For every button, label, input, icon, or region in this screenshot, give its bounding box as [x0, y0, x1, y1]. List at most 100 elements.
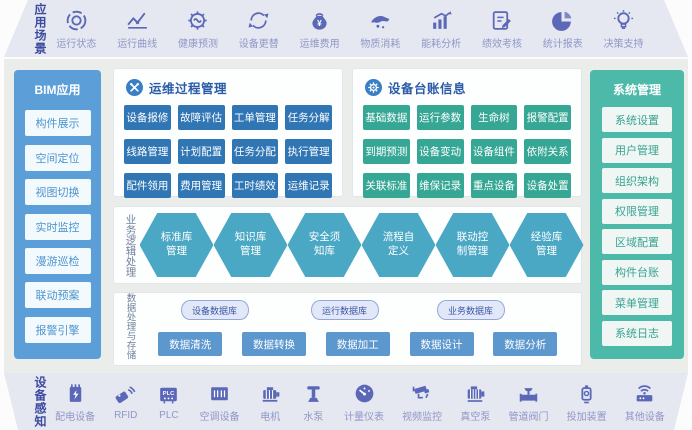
- ops-cost-icon: ¥: [307, 8, 332, 33]
- scenario-item-label: 统计报表: [542, 38, 583, 50]
- device-item-6: 计量仪表: [344, 381, 384, 423]
- ledger-panel-title: 设备台账信息: [388, 82, 467, 96]
- band-title-application-scenarios: 应用场景: [33, 2, 47, 55]
- device-item-label: 投加装置: [566, 411, 607, 423]
- performance-review-icon: [489, 8, 514, 33]
- device-item-11: 其他设备: [625, 381, 665, 423]
- database-cylinder-2: 业务数据库: [436, 300, 505, 320]
- scenario-item-2: 健康预测: [178, 8, 218, 50]
- ops-item-5: 计划配置: [177, 139, 225, 164]
- hexagon-item-4: 联动控制管理: [435, 213, 510, 277]
- ops-item-11: 运维记录: [285, 173, 332, 198]
- bim-item-1: 空间定位: [24, 144, 91, 171]
- ledger-item-8: 关联标准: [363, 173, 410, 198]
- ledger-item-2: 生命树: [470, 105, 518, 130]
- hexagon-item-5: 经验库管理: [509, 213, 584, 277]
- hexagon-item-3: 流程自定义: [361, 213, 436, 277]
- device-item-8: 真空泵: [460, 381, 490, 423]
- svg-text:PLC: PLC: [163, 390, 174, 396]
- ac-unit-icon: [207, 381, 232, 406]
- device-item-label: PLC: [159, 409, 179, 421]
- ops-item-10: 工时绩效: [231, 173, 279, 198]
- device-item-label: 其他设备: [624, 411, 665, 423]
- ledger-item-grid: 基础数据运行参数生命树报警配置到期预测设备变动设备组件依附关系关联标准维保记录重…: [363, 105, 571, 198]
- main-area: BIM应用 构件展示空间定位视图切换实时监控漫游巡检联动预案报警引擎 运维过程管…: [4, 59, 688, 373]
- process-row: 数据清洗数据转换数据加工数据设计数据分析: [139, 332, 578, 356]
- hexagon-label: 知识库管理: [234, 231, 267, 257]
- gear-icon: [365, 79, 382, 96]
- ledger-item-0: 基础数据: [363, 105, 410, 130]
- device-replace-icon: [246, 8, 271, 33]
- scenario-item-1: 运行曲线: [117, 8, 157, 50]
- ledger-item-9: 维保记录: [416, 173, 464, 198]
- hexagon-label: 经验库管理: [530, 231, 563, 257]
- hexagon-label: 联动控制管理: [456, 231, 489, 257]
- system-item-4: 区域配置: [602, 229, 672, 255]
- device-item-3: 空调设备: [200, 381, 240, 423]
- system-item-2: 组织架构: [602, 168, 672, 194]
- system-item-0: 系统设置: [602, 107, 672, 133]
- vacuum-pump-icon: [463, 381, 488, 406]
- system-management-panel: 系统管理 系统设置用户管理组织架构权限管理区域配置构件台账菜单管理系统日志: [590, 70, 684, 359]
- scenario-item-6: 能耗分析: [421, 8, 461, 50]
- bim-application-panel: BIM应用 构件展示空间定位视图切换实时监控漫游巡检联动预案报警引擎: [14, 70, 101, 359]
- ops-item-7: 执行管理: [285, 139, 332, 164]
- device-item-label: 计量仪表: [344, 411, 385, 423]
- bim-item-3: 实时监控: [24, 213, 91, 240]
- device-sensing-band: 设备感知 配电设备 RFID PLC PLC 空调设备电机 水泵 计量仪表 视频监控 真空泵 管道…: [4, 373, 688, 430]
- process-item-0: 数据清洗: [158, 332, 223, 356]
- device-item-label: 配电设备: [55, 411, 96, 423]
- pipe-valve-icon: [516, 381, 541, 406]
- bim-item-5: 联动预案: [24, 282, 91, 309]
- ops-item-9: 费用管理: [177, 173, 225, 198]
- device-item-label: 管道阀门: [508, 411, 549, 423]
- scenario-item-label: 能耗分析: [421, 38, 462, 50]
- band-title-device-sensing: 设备感知: [33, 375, 47, 428]
- device-items: 配电设备 RFID PLC PLC 空调设备电机 水泵 计量仪表 视频监控 真空泵 管道阀门 投加装…: [46, 373, 674, 430]
- hexagon-item-0: 标准库管理: [139, 213, 214, 277]
- ops-item-1: 故障评估: [177, 105, 225, 130]
- run-status-icon: [64, 8, 89, 33]
- ops-item-4: 线路管理: [124, 139, 171, 164]
- process-item-3: 数据设计: [409, 332, 474, 356]
- ledger-item-10: 重点设备: [470, 173, 518, 198]
- scenario-item-label: 绩效考核: [481, 38, 522, 50]
- device-item-label: 视频监控: [402, 411, 443, 423]
- bim-item-list: 构件展示空间定位视图切换实时监控漫游巡检联动预案报警引擎: [14, 98, 101, 359]
- device-item-label: 电机: [260, 411, 281, 423]
- ops-panel-header: 运维过程管理: [114, 69, 342, 97]
- equipment-ledger-panel: 设备台账信息 基础数据运行参数生命树报警配置到期预测设备变动设备组件依附关系关联…: [352, 68, 582, 198]
- scenario-item-0: 运行状态: [56, 8, 96, 50]
- dosing-device-icon: [574, 381, 599, 406]
- stats-report-icon: [550, 8, 575, 33]
- tools-icon: [126, 79, 143, 96]
- business-logic-label: 业务逻辑处理: [124, 213, 137, 277]
- ledger-item-4: 到期预测: [363, 139, 410, 164]
- hexagon-item-1: 知识库管理: [213, 213, 288, 277]
- rfid-icon: [113, 383, 138, 408]
- bim-item-2: 视图切换: [24, 179, 91, 206]
- business-logic-panel: 业务逻辑处理 标准库管理知识库管理安全须知库流程自定义联动控制管理经验库管理: [113, 206, 584, 284]
- ops-item-grid: 设备报修故障评估工单管理任务分解线路管理计划配置任务分配执行管理配件领用费用管理…: [124, 105, 332, 198]
- scenario-item-8: 统计报表: [543, 8, 583, 50]
- system-item-1: 用户管理: [602, 137, 672, 163]
- health-predict-icon: [185, 8, 210, 33]
- device-item-1: RFID: [113, 383, 138, 421]
- scenario-item-3: 设备更替: [239, 8, 279, 50]
- ledger-item-7: 依附关系: [524, 139, 571, 164]
- device-item-10: 投加装置: [567, 381, 607, 423]
- device-item-label: 水泵: [303, 411, 324, 423]
- plc-icon: PLC: [156, 383, 181, 408]
- bim-item-4: 漫游巡检: [24, 247, 91, 274]
- bim-item-6: 报警引擎: [24, 316, 91, 343]
- device-item-label: 真空泵: [460, 411, 491, 423]
- scenario-item-9: 决策支持: [604, 8, 644, 50]
- ops-item-2: 工单管理: [231, 105, 279, 130]
- system-item-6: 菜单管理: [602, 290, 672, 316]
- ledger-item-5: 设备变动: [416, 139, 464, 164]
- scenario-item-label: 物质消耗: [360, 38, 401, 50]
- ledger-item-1: 运行参数: [416, 105, 464, 130]
- device-item-5: 水泵: [301, 381, 326, 423]
- ledger-panel-header: 设备台账信息: [353, 69, 581, 97]
